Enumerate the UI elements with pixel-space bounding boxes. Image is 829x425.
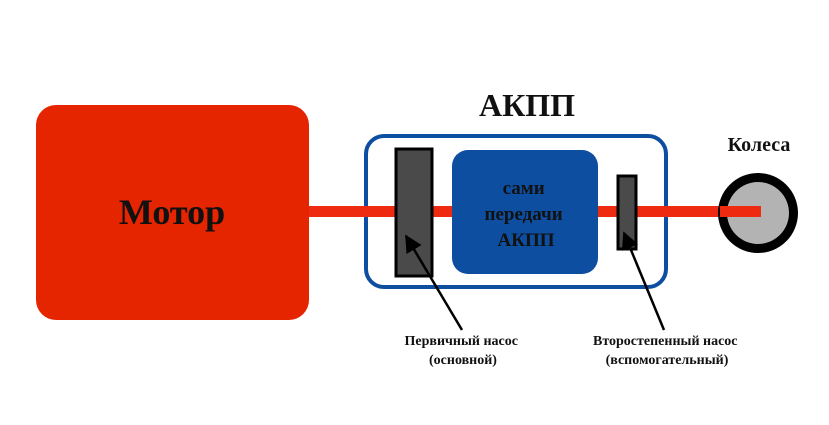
primary-pump-caption-line-2: (основной) — [429, 353, 497, 368]
motor-label: Мотор — [119, 192, 225, 232]
secondary-pump-pointer — [621, 231, 666, 331]
wheels-label: Колеса — [728, 134, 791, 156]
secondary-pump-caption-line-1: Второстепенный насос — [593, 334, 738, 349]
gearset-line-2: передачи — [485, 204, 563, 225]
wheel-axle — [720, 206, 761, 217]
gearset-label: сами передачи АКПП — [485, 178, 568, 251]
gearset-line-3: АКПП — [497, 230, 554, 251]
primary-pump-caption-line-1: Первичный насос — [405, 334, 518, 349]
secondary-pump-caption-line-2: (вспомогательный) — [606, 353, 729, 368]
primary-pump — [394, 147, 434, 278]
gearset-block — [452, 150, 598, 274]
primary-pump-caption: Первичный насос (основной) — [405, 334, 522, 368]
transmission-title: АКПП — [479, 87, 575, 123]
secondary-pump-caption: Второстепенный насос (вспомогательный) — [593, 334, 741, 368]
primary-pump-pointer — [404, 234, 464, 331]
gearset-line-1: сами — [503, 178, 545, 199]
motor-block — [36, 105, 309, 320]
